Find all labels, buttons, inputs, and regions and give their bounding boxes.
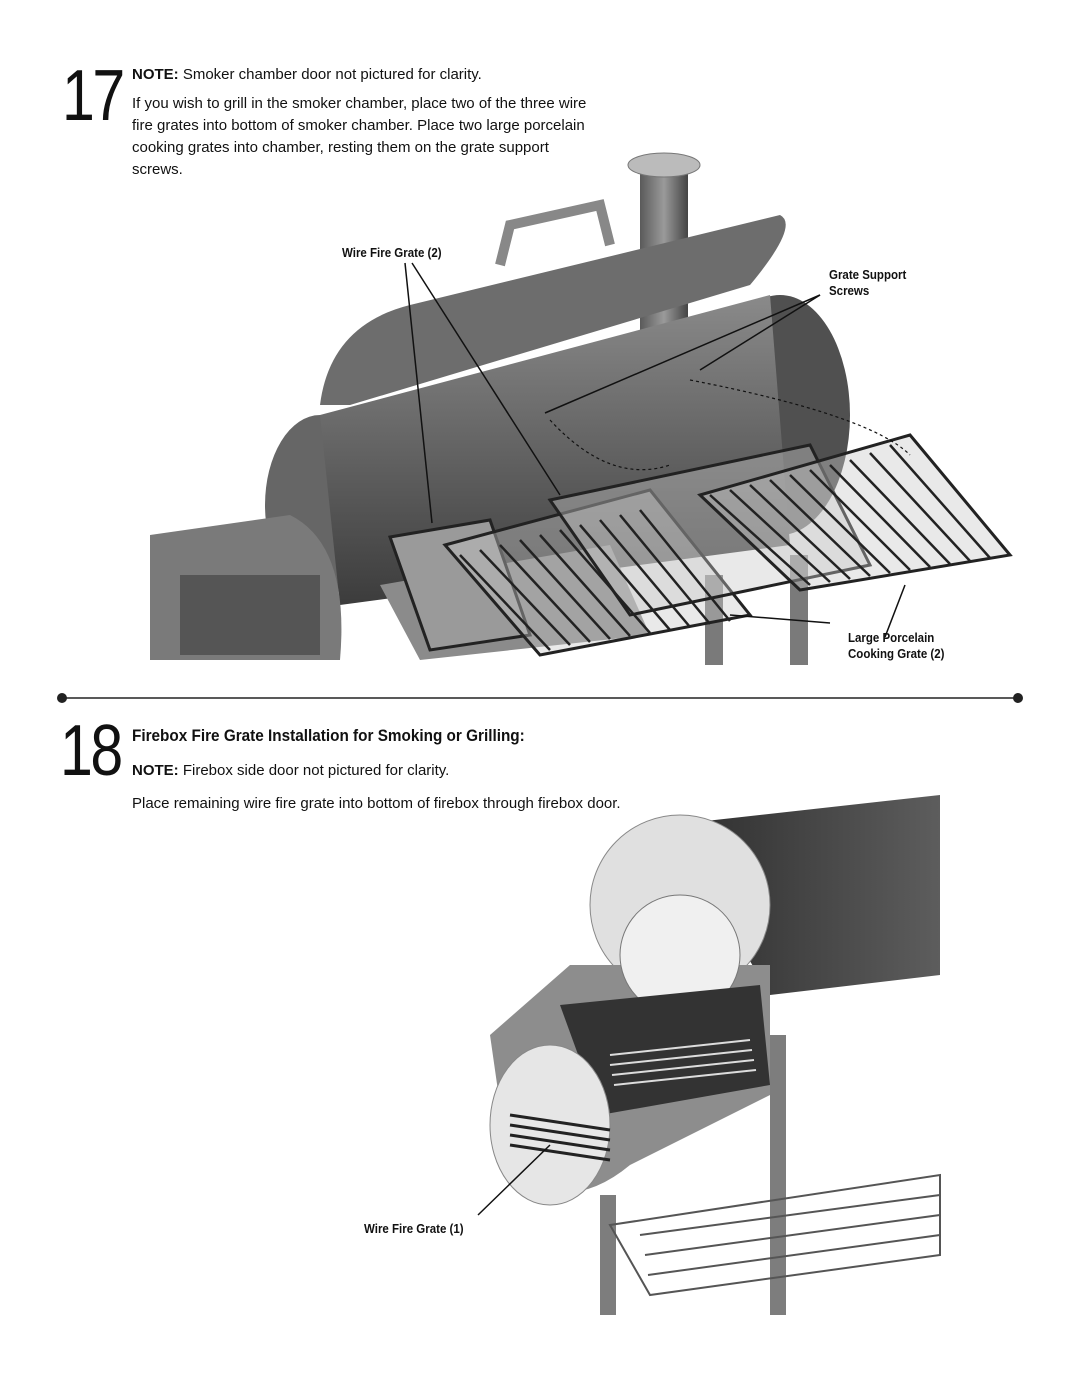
step-17-note-text: Smoker chamber door not pictured for cla… — [178, 66, 482, 83]
step-separator — [57, 693, 1023, 703]
callout-wire-fire-grate-2: Wire Fire Grate (2) — [342, 246, 442, 260]
step-17-note: NOTE: Smoker chamber door not pictured f… — [132, 64, 482, 86]
callout-grate-support-line2: Screws — [829, 284, 870, 298]
callout-grate-support-line1: Grate Support — [829, 268, 907, 282]
step-17-number: 17 — [62, 56, 125, 136]
step-17-paragraph: If you wish to grill in the smoker chamb… — [132, 95, 587, 178]
callout-large-porcelain-line1: Large Porcelain — [848, 631, 935, 645]
step-17-note-label: NOTE: — [132, 66, 179, 83]
step-18-note: NOTE: Firebox side door not pictured for… — [132, 760, 449, 782]
firebox-illustration — [477, 795, 941, 1315]
callout-large-porcelain-cooking-grate: Large Porcelain Cooking Grate (2) — [848, 630, 944, 662]
callout-grate-support-screws: Grate Support Screws — [829, 267, 906, 299]
step-18-note-label: NOTE: — [132, 762, 179, 779]
step-18-paragraph: Place remaining wire fire grate into bot… — [132, 795, 621, 812]
callout-large-porcelain-line2: Cooking Grate (2) — [848, 647, 945, 661]
callout-wire-fire-grate-1: Wire Fire Grate (1) — [364, 1222, 464, 1236]
step-18-number: 18 — [60, 711, 123, 791]
step-18-heading: Firebox Fire Grate Installation for Smok… — [132, 726, 525, 745]
smoker-chamber-illustration — [150, 152, 1013, 665]
step-18-note-text: Firebox side door not pictured for clari… — [178, 762, 450, 779]
